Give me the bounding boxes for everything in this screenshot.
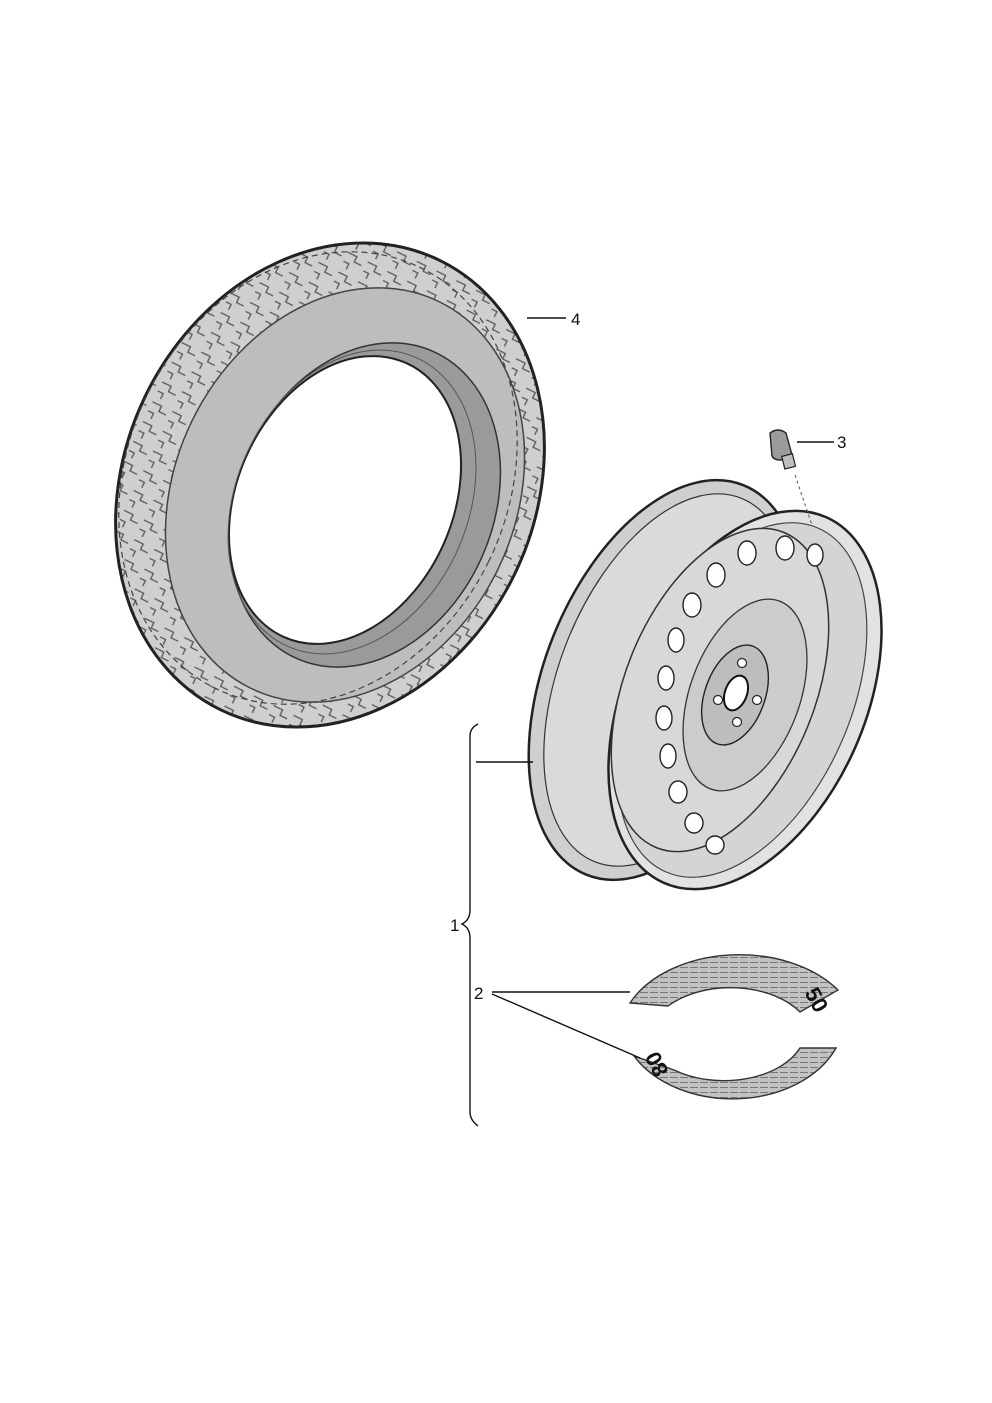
pressure-sticker-b: 80	[632, 1047, 838, 1100]
leader-2b	[491, 993, 641, 1059]
center-bore	[722, 674, 750, 712]
ventilation-holes	[655, 535, 824, 855]
steel-wheel-rim	[527, 478, 883, 891]
tire	[114, 241, 546, 729]
valve-dashed-guide	[794, 474, 813, 526]
callout-3: 3	[837, 433, 846, 452]
sticker-b-shape	[632, 1047, 838, 1100]
callout-1: 1	[450, 916, 459, 935]
tire-inner-edge	[227, 349, 477, 655]
valve-cap	[780, 452, 797, 470]
pressure-sticker-a: 50	[628, 954, 840, 1016]
bolt-holes	[712, 657, 763, 728]
tire-tread-band	[118, 251, 518, 705]
assembly-brace	[460, 723, 479, 1127]
tire-center-hole	[227, 355, 463, 645]
callout-4: 4	[571, 310, 580, 329]
tire-valve	[769, 429, 813, 526]
callout-2: 2	[474, 984, 483, 1003]
sticker-a-shape	[628, 954, 840, 1013]
leader-lines	[476, 317, 834, 1059]
